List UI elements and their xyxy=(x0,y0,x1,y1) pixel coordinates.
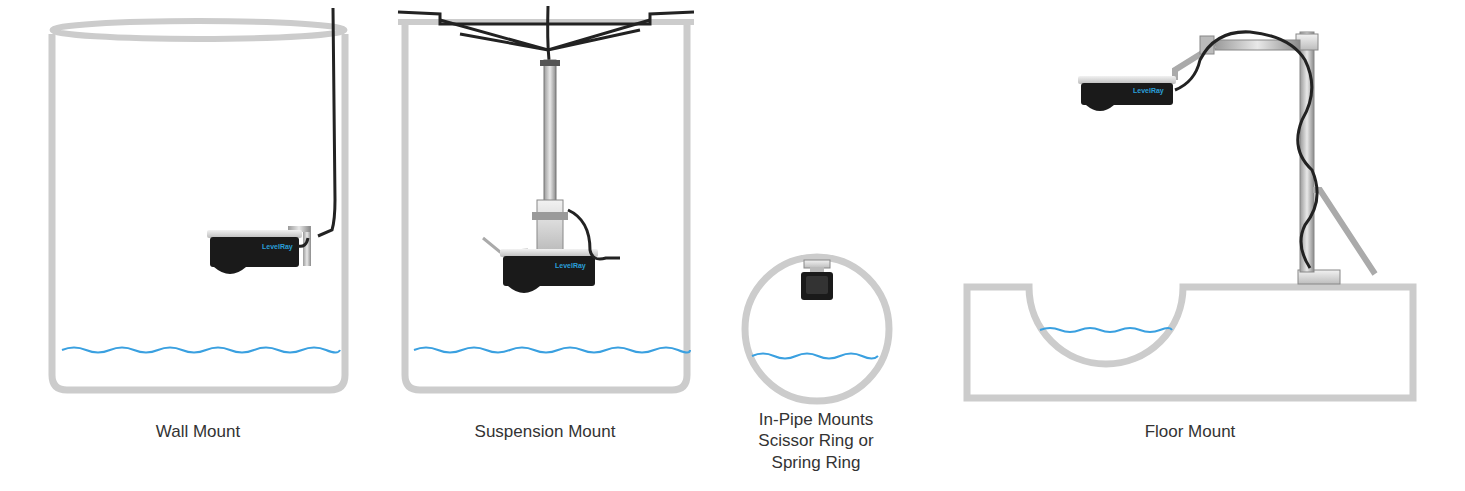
caption: Floor Mount xyxy=(1090,421,1290,442)
caption: Suspension Mount xyxy=(435,421,655,442)
brand-label: LevelRay xyxy=(555,262,586,269)
brand-label: LevelRay xyxy=(262,243,293,250)
brand-label: LevelRay xyxy=(1133,87,1164,94)
suspension-mount-tank xyxy=(398,6,694,390)
floor-mount xyxy=(967,32,1413,398)
in-pipe-mount xyxy=(745,257,889,401)
caption: In-Pipe Mounts Scissor Ring or Spring Ri… xyxy=(755,409,877,473)
caption: Wall Mount xyxy=(98,421,298,442)
wall-mount-tank xyxy=(52,8,345,390)
